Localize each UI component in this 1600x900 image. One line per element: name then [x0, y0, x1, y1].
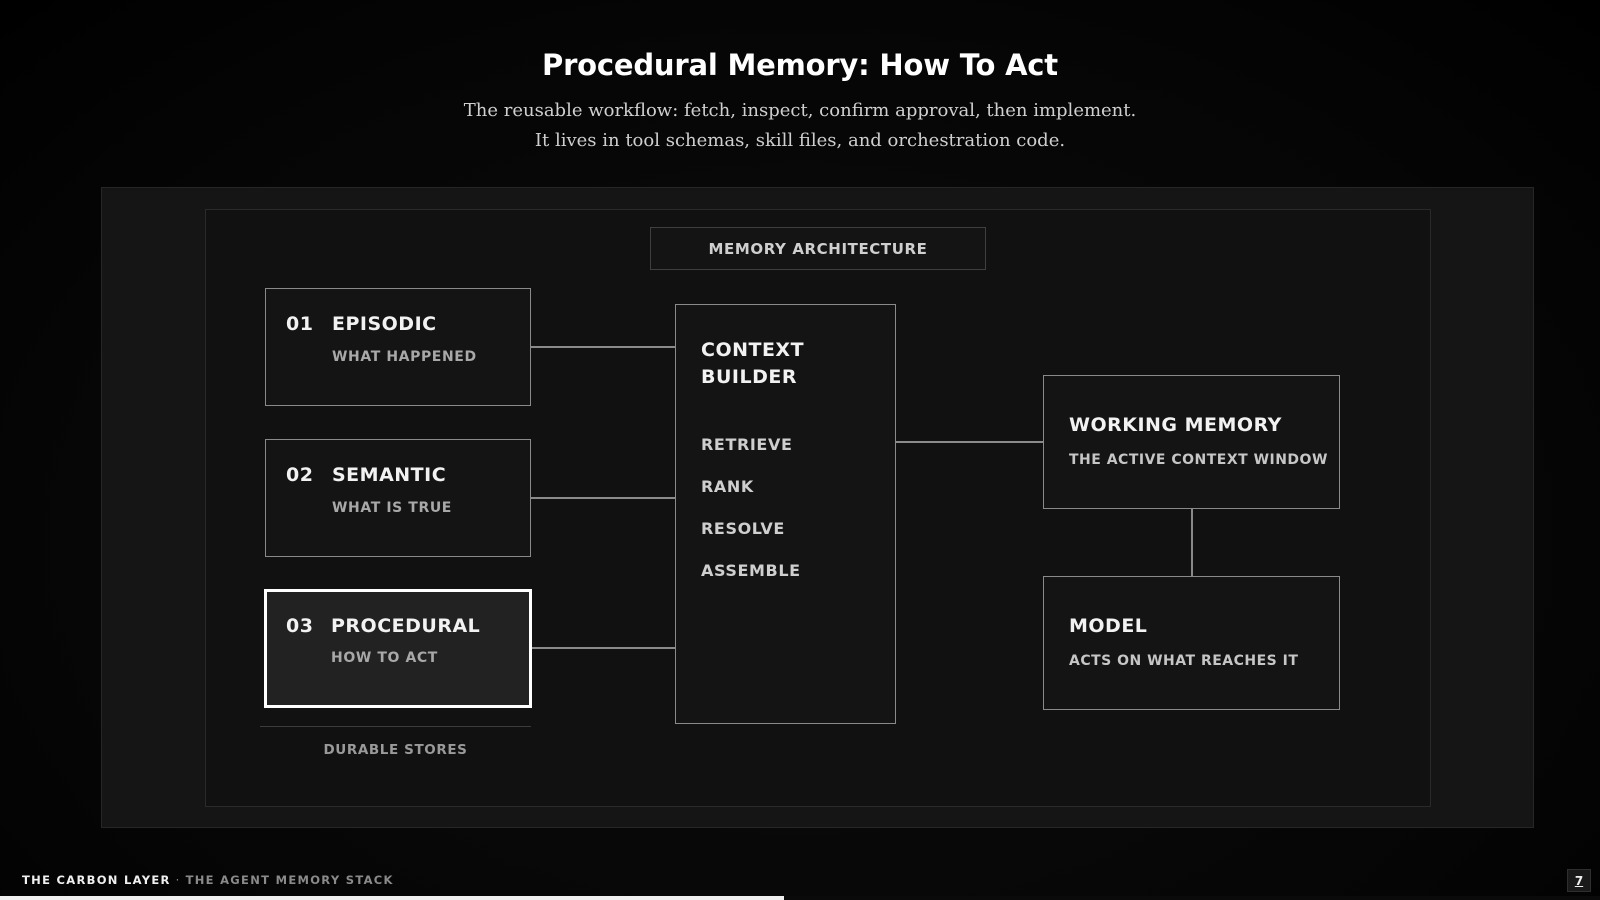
connector-working-memory-model — [1191, 509, 1193, 576]
working-memory-subtitle: THE ACTIVE CONTEXT WINDOW — [1069, 452, 1328, 468]
store-semantic: 02 SEMANTIC WHAT IS TRUE — [265, 439, 531, 557]
page-number[interactable]: 7 — [1567, 869, 1591, 892]
builder-step-assemble: ASSEMBLE — [701, 561, 801, 580]
store-subtitle: WHAT IS TRUE — [332, 500, 452, 516]
builder-step-retrieve: RETRIEVE — [701, 435, 793, 454]
store-number: 01 — [286, 313, 314, 335]
connector-semantic-builder — [531, 497, 675, 499]
memory-architecture-label: MEMORY ARCHITECTURE — [650, 227, 986, 270]
connector-procedural-builder — [531, 647, 675, 649]
connector-builder-working-memory — [896, 441, 1043, 443]
model-subtitle: ACTS ON WHAT REACHES IT — [1069, 653, 1299, 669]
builder-step-rank: RANK — [701, 477, 754, 496]
store-number: 03 — [286, 615, 314, 637]
model-box: MODEL ACTS ON WHAT REACHES IT — [1043, 576, 1340, 710]
store-subtitle: HOW TO ACT — [331, 650, 438, 666]
builder-step-resolve: RESOLVE — [701, 519, 785, 538]
store-name: EPISODIC — [332, 313, 437, 335]
context-builder-title: CONTEXT BUILDER — [701, 339, 805, 388]
store-procedural: 03 PROCEDURAL HOW TO ACT — [264, 589, 532, 708]
working-memory-box: WORKING MEMORY THE ACTIVE CONTEXT WINDOW — [1043, 375, 1340, 509]
footer-brand: THE CARBON LAYER · THE AGENT MEMORY STAC… — [22, 873, 394, 887]
store-episodic: 01 EPISODIC WHAT HAPPENED — [265, 288, 531, 406]
store-name: PROCEDURAL — [331, 615, 481, 637]
progress-bar — [0, 896, 1600, 900]
model-title: MODEL — [1069, 615, 1148, 637]
durable-stores-caption: DURABLE STORES — [323, 742, 468, 758]
slide-subtitle: The reusable workflow: fetch, inspect, c… — [0, 96, 1600, 156]
store-number: 02 — [286, 464, 314, 486]
store-name: SEMANTIC — [332, 464, 447, 486]
context-builder: CONTEXT BUILDER RETRIEVE RANK RESOLVE AS… — [675, 304, 896, 724]
progress-bar-fill — [0, 896, 784, 900]
subtitle-line-1: The reusable workflow: fetch, inspect, c… — [463, 100, 1137, 121]
durable-stores-divider — [260, 726, 531, 727]
connector-episodic-builder — [531, 346, 675, 348]
footer-series-name: THE AGENT MEMORY STACK — [185, 873, 394, 887]
working-memory-title: WORKING MEMORY — [1069, 414, 1282, 436]
store-subtitle: WHAT HAPPENED — [332, 349, 477, 365]
slide-title: Procedural Memory: How To Act — [542, 48, 1058, 82]
footer-brand-name: THE CARBON LAYER — [22, 873, 171, 887]
subtitle-line-2: It lives in tool schemas, skill files, a… — [534, 130, 1066, 151]
footer-separator: · — [175, 873, 181, 887]
